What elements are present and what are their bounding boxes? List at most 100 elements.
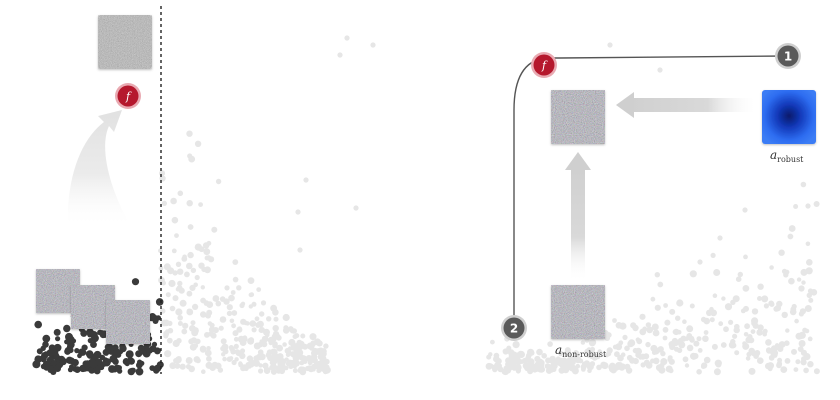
scatter-dot — [194, 274, 200, 281]
scatter-dot — [127, 356, 133, 362]
scatter-dot — [323, 343, 329, 349]
scatter-dot — [549, 355, 556, 363]
scatter-dot — [765, 362, 772, 370]
scatter-dot — [789, 308, 797, 316]
scatter-dot — [800, 181, 807, 188]
scatter-dot — [175, 308, 183, 316]
scatter-dot — [104, 343, 112, 351]
scatter-dot — [186, 290, 193, 297]
scatter-dot — [769, 265, 774, 270]
scatter-dot — [42, 334, 51, 343]
scatter-dot — [798, 340, 806, 347]
scatter-dot — [232, 259, 239, 265]
scatter-dot — [672, 339, 680, 347]
step-badge-2: 2 — [501, 315, 527, 341]
scatter-dot — [536, 348, 543, 356]
scatter-dot — [102, 348, 110, 356]
scatter-dot — [40, 345, 46, 351]
scatter-dot — [298, 354, 305, 361]
scatter-dot — [713, 368, 721, 376]
scatter-dot — [495, 357, 501, 363]
scatter-dot — [93, 350, 102, 359]
scatter-dot — [292, 368, 298, 374]
scatter-dot — [575, 363, 581, 369]
scatter-dot — [264, 366, 269, 371]
scatter-dot — [260, 300, 267, 306]
scatter-dot — [201, 369, 206, 375]
scatter-dot — [282, 313, 290, 322]
scatter-dot — [751, 308, 759, 315]
scatter-dot — [701, 362, 708, 369]
scatter-dot — [240, 348, 246, 354]
scatter-dot — [634, 347, 643, 355]
scatter-dot — [202, 242, 210, 249]
scatter-dot — [186, 308, 194, 316]
scatter-dot — [797, 346, 804, 352]
scatter-dot — [606, 347, 613, 354]
scatter-dot — [285, 352, 291, 358]
scatter-dot — [192, 303, 199, 310]
scatter-dot — [686, 344, 694, 352]
scatter-dot — [490, 339, 495, 345]
scatter-dot — [697, 259, 703, 265]
scatter-dot — [711, 343, 718, 350]
scatter-dot — [697, 348, 703, 353]
scatter-dot — [173, 358, 179, 364]
scatter-dot — [689, 303, 695, 309]
f-node-right: f — [531, 52, 557, 78]
scatter-dot — [533, 365, 539, 372]
scatter-dot — [734, 350, 740, 356]
scatter-dot — [186, 200, 193, 207]
scatter-dot — [272, 342, 278, 349]
scatter-dot — [586, 352, 592, 358]
scatter-dot — [754, 350, 761, 356]
scatter-dot — [237, 326, 243, 332]
scatter-dot — [657, 281, 664, 288]
scatter-dot — [203, 248, 211, 256]
scatter-dot — [624, 345, 630, 352]
scatter-dot — [80, 329, 88, 337]
scatter-dot — [248, 359, 256, 367]
scatter-dot — [171, 248, 177, 254]
scatter-dot — [693, 340, 700, 347]
scatter-dot — [794, 318, 799, 324]
scatter-dot — [805, 241, 811, 247]
scatter-dot — [293, 357, 299, 363]
scatter-dot — [309, 345, 315, 351]
scatter-dot — [580, 340, 586, 345]
scatter-cloud-light-left — [158, 35, 376, 376]
scatter-dot — [228, 294, 235, 302]
scatter-dot — [135, 367, 144, 376]
scatter-dot — [538, 359, 545, 366]
scatter-dot — [715, 361, 722, 368]
scatter-dot — [177, 190, 184, 197]
scatter-dot — [813, 201, 820, 207]
scatter-dot — [784, 340, 790, 347]
scatter-dot — [175, 261, 182, 267]
label-a-nonrobust-var: a — [555, 343, 563, 357]
scatter-dot — [226, 310, 233, 317]
scatter-dot — [788, 225, 796, 232]
scatter-dot — [805, 203, 811, 209]
scatter-dot — [231, 323, 237, 329]
scatter-dot — [781, 311, 788, 319]
scatter-dot — [669, 308, 676, 315]
scatter-dot — [239, 302, 245, 309]
scatter-dot — [226, 304, 233, 311]
scatter-dot — [591, 354, 598, 361]
scatter-dot — [90, 331, 98, 339]
scatter-dot — [187, 224, 194, 230]
scatter-dot — [515, 367, 522, 373]
scatter-dot — [229, 318, 235, 324]
scatter-dot — [723, 326, 729, 333]
scatter-dot — [662, 326, 669, 333]
step-badge-1: 1 — [775, 43, 801, 69]
scatter-dot — [761, 295, 769, 303]
scatter-dot — [305, 365, 311, 372]
scatter-dot — [492, 366, 498, 373]
scatter-dot — [47, 367, 54, 373]
scatter-dot — [735, 276, 742, 283]
scatter-dot — [564, 347, 571, 354]
scatter-dot — [310, 340, 317, 347]
scatter-dot — [657, 67, 663, 73]
